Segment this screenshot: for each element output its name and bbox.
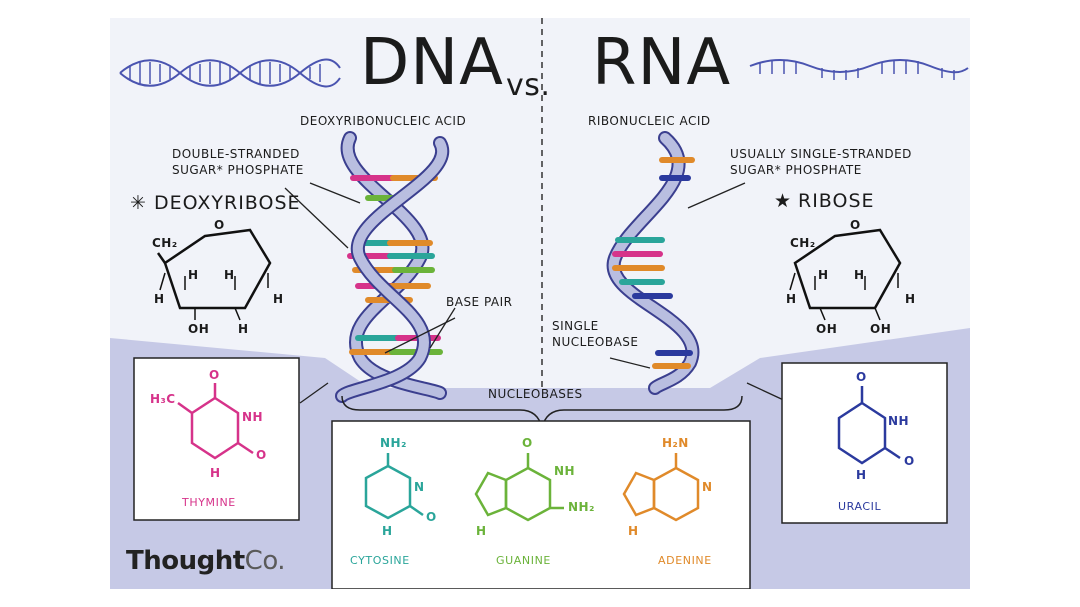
deoxyribose-ch2: CH₂ (152, 236, 178, 250)
ribose-o: O (850, 218, 861, 232)
rna-strand-label-2: SUGAR* PHOSPHATE (730, 163, 862, 177)
ribose-h2: H (854, 268, 865, 282)
title-rna: RNA (592, 26, 732, 100)
cytosine-molecule (364, 453, 424, 520)
uracil-molecule (837, 386, 901, 465)
base-pair-label: BASE PAIR (446, 295, 513, 309)
deoxyribose-bonds (159, 272, 269, 321)
logo-main: Thought (126, 546, 245, 576)
guanine-nh: NH (554, 464, 576, 478)
deoxyribose-h4: H (273, 292, 284, 306)
adenine-name: ADENINE (658, 554, 712, 567)
dna-double-helix (335, 131, 450, 403)
ribose-oh2: OH (870, 322, 892, 336)
dna-strand-label-2: SUGAR* PHOSPHATE (172, 163, 304, 177)
guanine-h: H (476, 524, 487, 538)
uracil-h: H (856, 468, 867, 482)
rna-single-strand (606, 131, 700, 395)
deoxyribose-h5: H (238, 322, 249, 336)
thymine-o2: O (256, 448, 267, 462)
nucleobases-label: NUCLEOBASES (488, 387, 583, 401)
thoughtco-logo: ThoughtCo. (126, 546, 286, 576)
header-helix-right (749, 59, 969, 80)
deoxyribose-marker-icon: ✳ (130, 192, 147, 214)
thymine-molecule (177, 383, 254, 460)
guanine-nh2: NH₂ (568, 500, 595, 514)
infographic-artwork (110, 18, 970, 589)
thymine-box (133, 357, 300, 521)
ribose-marker-icon: ★ (774, 190, 793, 212)
title-dna: DNA (360, 26, 504, 100)
ribose-h1: H (818, 268, 829, 282)
deoxyribose-label: DEOXYRIBOSE (154, 192, 301, 214)
ribose-ch2: CH₂ (790, 236, 816, 250)
pointer-lines (284, 182, 791, 404)
uracil-o1: O (856, 370, 867, 384)
single-nucleobase-label-2: NUCLEOBASE (552, 335, 639, 349)
thymine-h: H (210, 466, 221, 480)
header-helix-left (119, 58, 341, 88)
cytosine-n: N (414, 480, 425, 494)
cytosine-o: O (426, 510, 437, 524)
ribose-bonds (789, 272, 899, 321)
ribose-label: RIBOSE (798, 190, 875, 212)
deoxyribose-h3: H (154, 292, 165, 306)
guanine-o: O (522, 436, 533, 450)
single-nucleobase-label-1: SINGLE (552, 319, 599, 333)
ribose-h3: H (786, 292, 797, 306)
dna-strand-label-1: DOUBLE-STRANDED (172, 147, 300, 161)
uracil-nh: NH (888, 414, 910, 428)
adenine-h: H (628, 524, 639, 538)
thymine-name: THYMINE (182, 496, 236, 509)
deoxyribose-h2: H (224, 268, 235, 282)
cytosine-h: H (382, 524, 393, 538)
adenine-n: N (702, 480, 713, 494)
infographic-panel: DNA vs. RNA DEOXYRIBONUCLEIC ACID DOUBLE… (110, 18, 970, 589)
rna-strand-label-1: USUALLY SINGLE-STRANDED (730, 147, 912, 161)
uracil-box (781, 362, 948, 524)
guanine-molecule (474, 453, 564, 522)
ribose-h4: H (905, 292, 916, 306)
deoxyribose-oh: OH (188, 322, 210, 336)
dna-full-name: DEOXYRIBONUCLEIC ACID (300, 114, 467, 128)
guanine-name: GUANINE (496, 554, 551, 567)
cytosine-name: CYTOSINE (350, 554, 410, 567)
thymine-methyl: H₃C (150, 392, 176, 406)
cytosine-nh2: NH₂ (380, 436, 407, 450)
ribose-oh1: OH (816, 322, 838, 336)
thymine-nh: NH (242, 410, 264, 424)
deoxyribose-o: O (214, 218, 225, 232)
title-vs: vs. (506, 68, 551, 103)
thymine-o1: O (209, 368, 220, 382)
deoxyribose-h1: H (188, 268, 199, 282)
uracil-o2: O (904, 454, 915, 468)
logo-suffix: Co. (244, 546, 286, 576)
uracil-name: URACIL (838, 500, 882, 513)
adenine-molecule (622, 453, 700, 522)
deoxyribose-ring (156, 228, 272, 310)
nucleobases-box (331, 420, 751, 589)
adenine-nh2: H₂N (662, 436, 689, 450)
rna-full-name: RIBONUCLEIC ACID (588, 114, 711, 128)
